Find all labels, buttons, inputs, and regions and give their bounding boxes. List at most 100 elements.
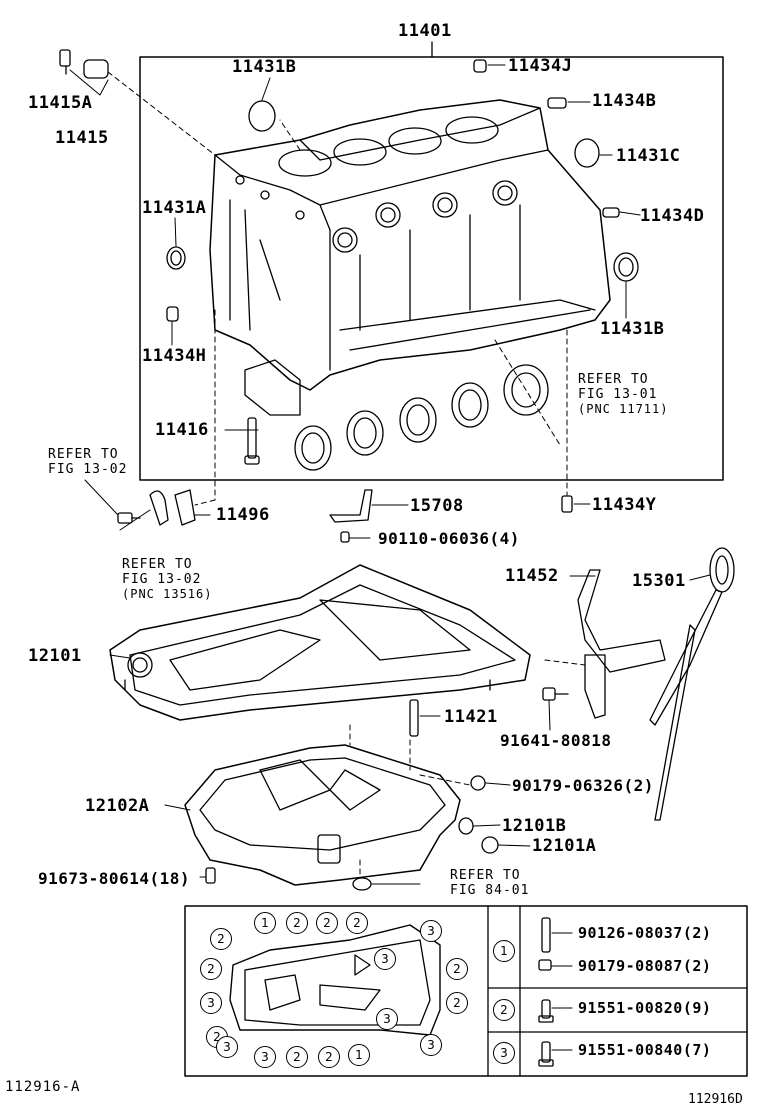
label-12101b[interactable]: 12101B <box>502 816 567 836</box>
figure-code-left: 112916-A <box>5 1079 81 1095</box>
crank-bearings-shape <box>244 359 549 471</box>
plug-11434h-shape <box>166 306 179 322</box>
bolt-marker: 2 <box>318 1046 340 1068</box>
refer-fig-13-02-a[interactable]: REFER TO FIG 13-02 <box>48 447 127 477</box>
bolt-marker: 3 <box>374 948 396 970</box>
bolt-90110-shape <box>340 531 350 543</box>
refer-line-1: REFER TO <box>450 868 521 883</box>
legend-part-90179-08087[interactable]: 90179-08087(2) <box>578 957 712 975</box>
refer-line-2: FIG 13-02 <box>122 572 202 587</box>
refer-line-2: FIG 13-01 <box>578 387 658 402</box>
bolt-marker: 2 <box>210 928 232 950</box>
bolt-marker: 3 <box>216 1036 238 1058</box>
bolt-legend-box <box>184 905 748 1077</box>
refer-line-2: FIG 84-01 <box>450 883 530 898</box>
leader-lines <box>69 64 711 885</box>
refer-fig-84-01[interactable]: REFER TO FIG 84-01 <box>450 868 529 898</box>
plug-11434j-shape <box>473 59 487 73</box>
label-11431b-top[interactable]: 11431B <box>232 57 297 77</box>
label-11421[interactable]: 11421 <box>444 707 498 727</box>
plug-11431b-top-shape <box>248 100 276 132</box>
bolt-marker: 3 <box>420 920 442 942</box>
bolt-91673-shape <box>205 867 216 884</box>
oil-pan-upper-shape <box>109 564 531 721</box>
legend-part-91551-00820[interactable]: 91551-00820(9) <box>578 999 712 1017</box>
oil-pan-lower-shape <box>184 744 461 886</box>
label-11416[interactable]: 11416 <box>155 420 209 440</box>
legend-part-90126-08037[interactable]: 90126-08037(2) <box>578 924 712 942</box>
refer-line-1: REFER TO <box>578 372 649 387</box>
legend-key-1: 1 <box>493 940 515 962</box>
bolt-marker: 2 <box>316 912 338 934</box>
refer-fig-13-01[interactable]: REFER TO FIG 13-01 (PNC 11711) <box>578 372 668 417</box>
label-12101[interactable]: 12101 <box>28 646 82 666</box>
label-11415[interactable]: 11415 <box>55 128 109 148</box>
gasket-11496-shape <box>174 489 196 526</box>
drain-plug-12101a-shape <box>481 836 499 854</box>
sensor-11415-shape <box>59 49 109 79</box>
bolt-marker: 3 <box>254 1046 276 1068</box>
bolt-marker: 3 <box>376 1008 398 1030</box>
label-91641-80818[interactable]: 91641-80818 <box>500 731 612 750</box>
label-15708[interactable]: 15708 <box>410 496 464 516</box>
label-90179-06326[interactable]: 90179-06326(2) <box>512 776 654 795</box>
label-11434y[interactable]: 11434Y <box>592 495 657 515</box>
bolt-refer-13-02-shape <box>117 512 141 524</box>
label-11401[interactable]: 11401 <box>398 21 452 41</box>
oil-strainer-11452-shape <box>577 569 666 719</box>
label-12102a[interactable]: 12102A <box>85 796 150 816</box>
bolt-marker: 1 <box>254 912 276 934</box>
bolt-marker: 2 <box>286 1046 308 1068</box>
bolt-marker: 2 <box>200 958 222 980</box>
cylinder-block-drawing <box>209 99 611 391</box>
refer-line-1: REFER TO <box>122 557 193 572</box>
legend-key-3: 3 <box>493 1042 515 1064</box>
label-11452[interactable]: 11452 <box>505 566 559 586</box>
pipe-15708-shape <box>329 489 373 523</box>
label-11434h[interactable]: 11434H <box>142 346 207 366</box>
plug-11431c-shape <box>574 138 600 168</box>
refer-line-1: REFER TO <box>48 447 119 462</box>
figure-code-right: 112916D <box>688 1092 743 1107</box>
dipstick-15301-shape <box>649 547 735 821</box>
bolt-marker: 3 <box>420 1034 442 1056</box>
nut-90179-06326-shape <box>470 775 486 791</box>
bolt-11416-shape <box>224 417 260 465</box>
label-12101a[interactable]: 12101A <box>532 836 597 856</box>
plug-11434b-shape <box>547 97 567 109</box>
legend-key-2: 2 <box>493 999 515 1021</box>
bolt-marker: 2 <box>346 912 368 934</box>
bolt-marker: 1 <box>348 1044 370 1066</box>
label-11434j[interactable]: 11434J <box>508 56 573 76</box>
refer-line-3: (PNC 13516) <box>122 587 213 601</box>
label-11431b-right[interactable]: 11431B <box>600 319 665 339</box>
pin-11434y-shape <box>561 495 573 513</box>
label-11496[interactable]: 11496 <box>216 505 270 525</box>
label-91673-80614[interactable]: 91673-80614(18) <box>38 869 190 888</box>
stud-11421-shape <box>409 699 419 737</box>
bolt-marker: 2 <box>286 912 308 934</box>
refer-line-3: (PNC 11711) <box>578 402 669 416</box>
label-11415a[interactable]: 11415A <box>28 93 93 113</box>
bolt-marker: 3 <box>200 992 222 1014</box>
refer-line-2: FIG 13-02 <box>48 462 128 477</box>
plug-11434d-shape <box>602 207 620 218</box>
dashed-alignment-lines <box>107 71 586 876</box>
label-90110-06036[interactable]: 90110-06036(4) <box>378 529 520 548</box>
bolt-marker: 2 <box>446 958 468 980</box>
label-11431c[interactable]: 11431C <box>616 146 681 166</box>
plug-11431b-right-shape <box>613 252 639 282</box>
bolt-91641-shape <box>542 687 569 701</box>
label-11434b[interactable]: 11434B <box>592 91 657 111</box>
plug-11431a-shape <box>166 246 186 270</box>
label-11431a[interactable]: 11431A <box>142 198 207 218</box>
label-15301[interactable]: 15301 <box>632 571 686 591</box>
gasket-12101b-shape <box>458 817 474 835</box>
label-11434d[interactable]: 11434D <box>640 206 705 226</box>
refer-fig-13-02-b[interactable]: REFER TO FIG 13-02 (PNC 13516) <box>122 557 212 602</box>
bolt-refer-84-01-shape <box>352 877 372 891</box>
bolt-marker: 2 <box>446 992 468 1014</box>
legend-part-91551-00840[interactable]: 91551-00840(7) <box>578 1041 712 1059</box>
